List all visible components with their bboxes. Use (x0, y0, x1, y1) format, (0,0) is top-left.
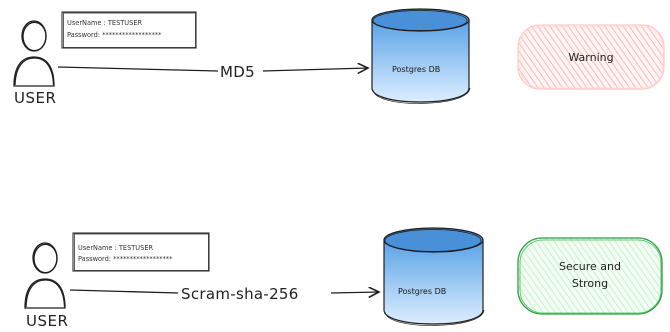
username-line: UserName : TESTUSER (67, 19, 142, 27)
badge-text: Warning (568, 51, 613, 64)
arrow-label: Scram-sha-256 (181, 285, 299, 303)
user-label: USER (14, 89, 56, 107)
user-icon (13, 20, 55, 87)
row-md5: USER UserName : TESTUSER Password: *****… (13, 8, 665, 107)
db-label: Postgres DB (398, 287, 446, 296)
password-line: Password: ****************** (67, 31, 162, 39)
username-line: UserName : TESTUSER (78, 244, 153, 252)
arrow-user-to-db (69, 290, 379, 293)
credentials-card: UserName : TESTUSER Password: **********… (61, 11, 197, 49)
badge-text-line-1: Secure and (559, 260, 621, 273)
warning-badge (517, 24, 665, 90)
database-icon (371, 8, 471, 104)
arrow-label: MD5 (220, 63, 255, 81)
arrow-user-to-db (57, 67, 368, 71)
db-label: Postgres DB (392, 65, 440, 74)
credentials-card: UserName : TESTUSER Password: **********… (72, 232, 210, 272)
password-line: Password: ****************** (78, 255, 173, 263)
user-icon (24, 242, 66, 309)
row-scram: USER UserName : TESTUSER Password: *****… (24, 227, 663, 330)
user-label: USER (26, 312, 68, 330)
badge-text-line-2: Strong (572, 277, 608, 290)
database-icon (383, 227, 485, 326)
secure-badge (517, 237, 663, 315)
